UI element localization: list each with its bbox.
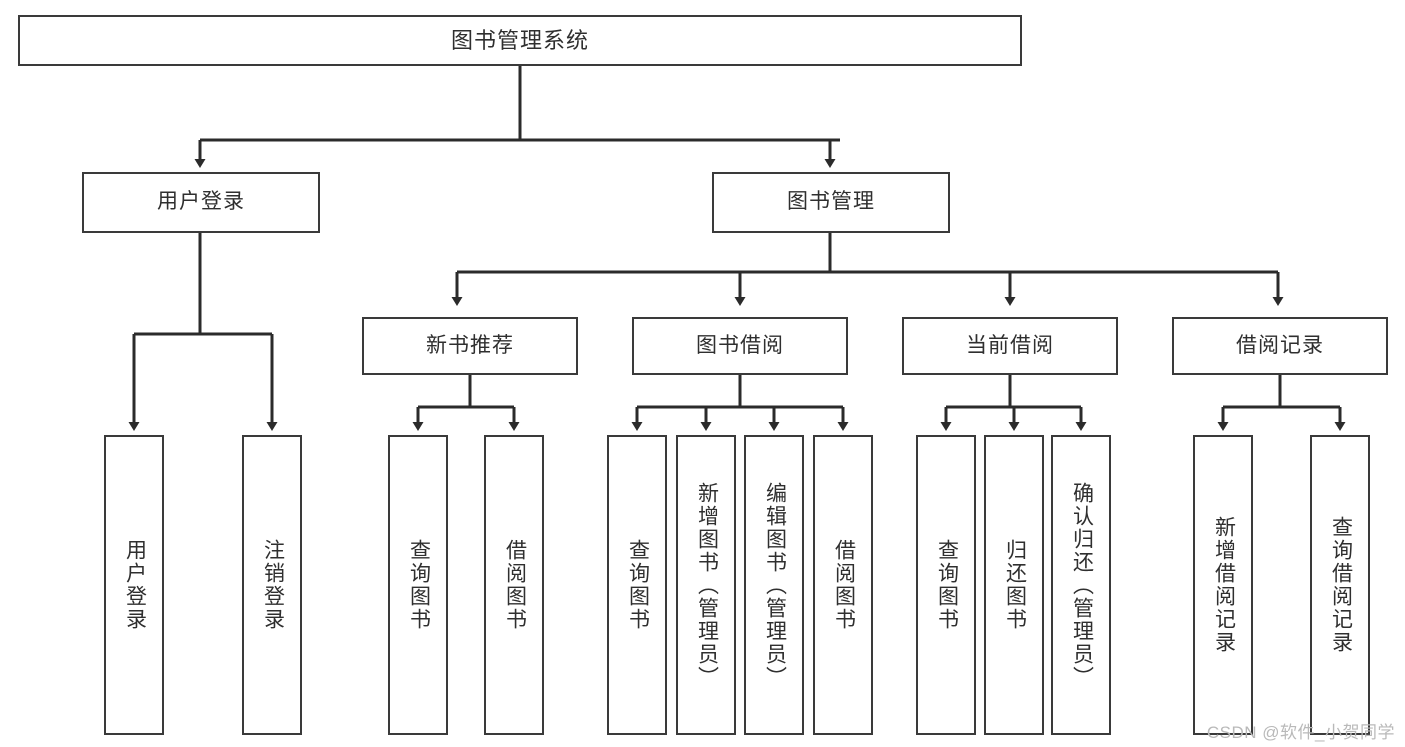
- node-leaf-confirm-return-label: 确认归还（管理员）: [1070, 481, 1094, 689]
- node-leaf-confirm-return[interactable]: 确认归还（管理员）: [1051, 435, 1111, 735]
- node-leaf-query-book-3[interactable]: 查询图书: [916, 435, 976, 735]
- node-current-borrow[interactable]: 当前借阅: [902, 317, 1118, 375]
- node-book-management-label: 图书管理: [787, 190, 875, 214]
- node-leaf-query-book-2[interactable]: 查询图书: [607, 435, 667, 735]
- node-leaf-user-login-label: 用户登录: [123, 539, 147, 631]
- node-book-borrow[interactable]: 图书借阅: [632, 317, 848, 375]
- node-user-login[interactable]: 用户登录: [82, 172, 320, 233]
- node-leaf-add-book[interactable]: 新增图书（管理员）: [676, 435, 736, 735]
- node-leaf-query-book-1[interactable]: 查询图书: [388, 435, 448, 735]
- node-borrow-record[interactable]: 借阅记录: [1172, 317, 1388, 375]
- node-leaf-return-book-label: 归还图书: [1003, 539, 1027, 631]
- node-leaf-query-book-2-label: 查询图书: [626, 539, 650, 631]
- node-leaf-borrow-book-2[interactable]: 借阅图书: [813, 435, 873, 735]
- node-root[interactable]: 图书管理系统: [18, 15, 1022, 66]
- node-book-management[interactable]: 图书管理: [712, 172, 950, 233]
- node-leaf-add-book-label: 新增图书（管理员）: [695, 481, 719, 689]
- node-leaf-user-logout[interactable]: 注销登录: [242, 435, 302, 735]
- node-user-login-label: 用户登录: [157, 190, 245, 214]
- node-leaf-query-book-3-label: 查询图书: [935, 539, 959, 631]
- node-leaf-edit-book-label: 编辑图书（管理员）: [763, 481, 787, 689]
- node-leaf-query-record-label: 查询借阅记录: [1329, 516, 1353, 654]
- watermark: CSDN @软件_小贺同学: [1206, 723, 1395, 742]
- node-leaf-add-record[interactable]: 新增借阅记录: [1193, 435, 1253, 735]
- node-leaf-borrow-book-2-label: 借阅图书: [832, 539, 856, 631]
- node-new-book-recommend[interactable]: 新书推荐: [362, 317, 578, 375]
- node-leaf-borrow-book-1-label: 借阅图书: [503, 539, 527, 631]
- node-leaf-query-record[interactable]: 查询借阅记录: [1310, 435, 1370, 735]
- node-leaf-add-record-label: 新增借阅记录: [1212, 516, 1236, 654]
- node-leaf-user-logout-label: 注销登录: [261, 539, 285, 631]
- node-leaf-return-book[interactable]: 归还图书: [984, 435, 1044, 735]
- node-leaf-edit-book[interactable]: 编辑图书（管理员）: [744, 435, 804, 735]
- node-new-book-recommend-label: 新书推荐: [426, 333, 514, 357]
- node-current-borrow-label: 当前借阅: [966, 333, 1054, 357]
- node-borrow-record-label: 借阅记录: [1236, 333, 1324, 357]
- node-book-borrow-label: 图书借阅: [696, 333, 784, 357]
- node-leaf-query-book-1-label: 查询图书: [407, 539, 431, 631]
- node-leaf-borrow-book-1[interactable]: 借阅图书: [484, 435, 544, 735]
- node-root-label: 图书管理系统: [450, 27, 589, 53]
- node-leaf-user-login[interactable]: 用户登录: [104, 435, 164, 735]
